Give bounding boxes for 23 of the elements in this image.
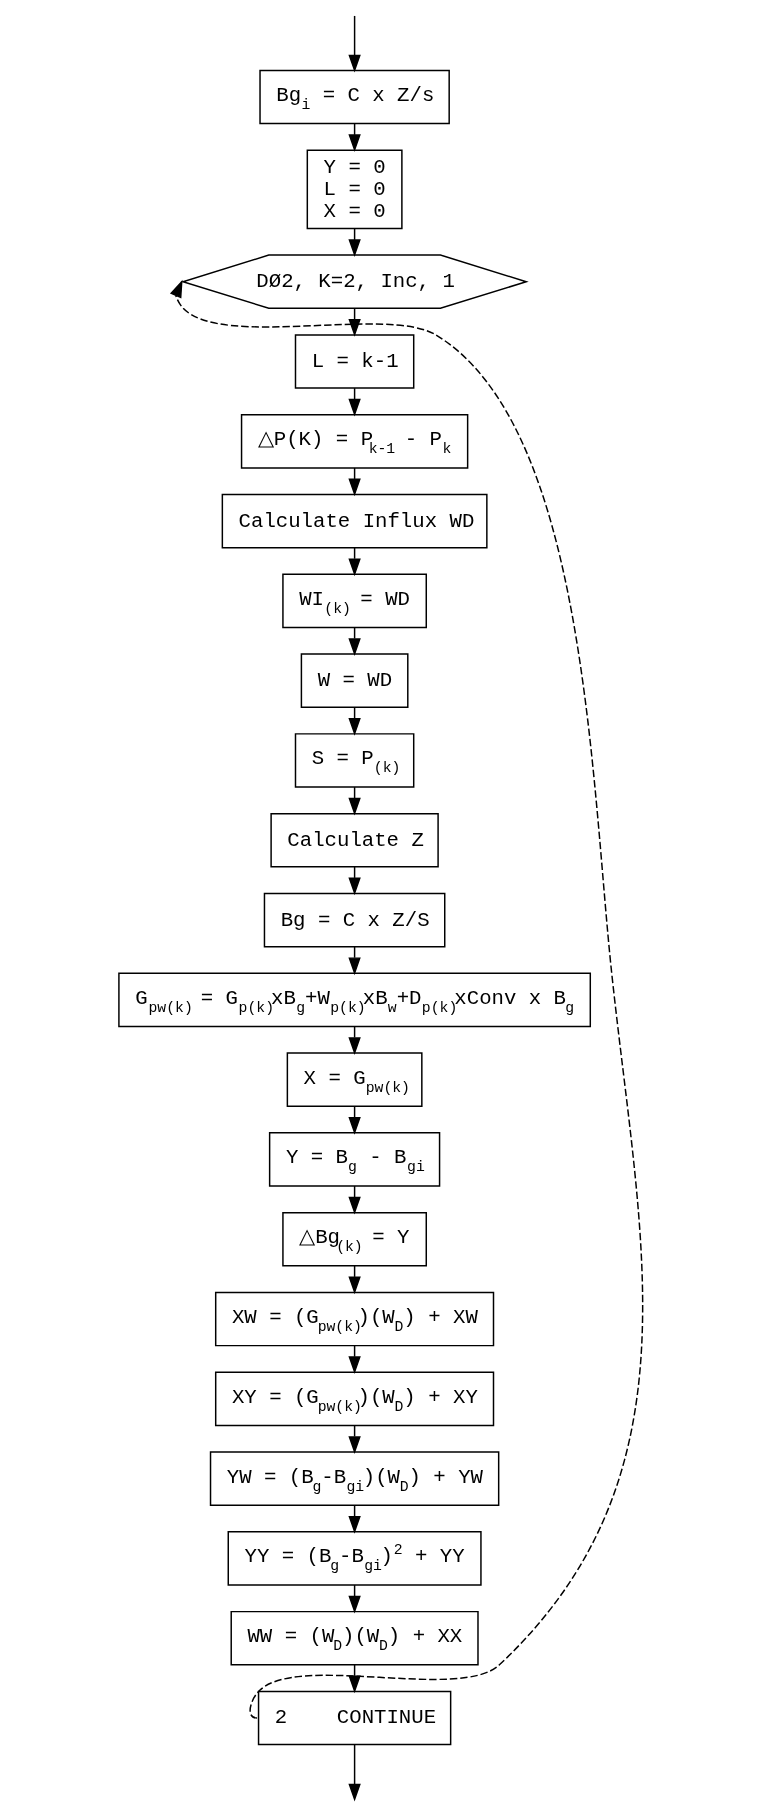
node-box: Y = B$_{g}$ - B$_{gi}$ [268, 1132, 441, 1187]
arrow [169, 279, 644, 1719]
node-box: YW = (B$_{g}$-B$_{gi}$)(W$_{D}$) + YW [209, 1451, 500, 1506]
node-box: Y = 0 L = 0 X = 0 [306, 149, 403, 230]
node-box: Calculate Influx WD [221, 493, 488, 549]
node-box: Calculate Z [270, 812, 439, 868]
node-box: Bg = C x Z/S [263, 892, 446, 948]
node-box: △Bg$_{(k)}$ = Y [282, 1211, 427, 1267]
node-box: WW = (W$_{D}$)(W$_{D}$) + XX [230, 1610, 479, 1666]
node-box: G$_{pw(k)}$ = G$_{p(k)}$xB$_{g}$+W$_{p(k)}$xB$_{w}$+D$_{p(k)}$xConv x B$_{g}$ [118, 972, 592, 1028]
node-box: L = k-1 [294, 334, 415, 389]
node-box: W = WD [300, 653, 409, 708]
node-box: WI$_{(k)}$ = WD [282, 573, 427, 629]
node-box: XY = (G$_{pw(k)}$)(W$_{D}$) + XY [214, 1371, 495, 1427]
arrow [348, 1744, 361, 1802]
node-box: YY = (B$_{g}$-B$_{gi}$)$^{2}$ + YY [227, 1531, 482, 1586]
arrow [348, 15, 361, 73]
node-box: Bg$_{i}$ = C x Z/s [259, 69, 450, 125]
node-box: △P(K) = P$_{k-1}$ - P$_{k}$ [240, 413, 469, 469]
node-box: 2 CONTINUE [257, 1690, 452, 1746]
node-box: X = G$_{pw(k)}$ [286, 1052, 423, 1107]
node-box: S = P$_{(k)}$ [294, 733, 415, 788]
node-box: XW = (G$_{pw(k)}$)(W$_{D}$) + XW [214, 1291, 495, 1347]
